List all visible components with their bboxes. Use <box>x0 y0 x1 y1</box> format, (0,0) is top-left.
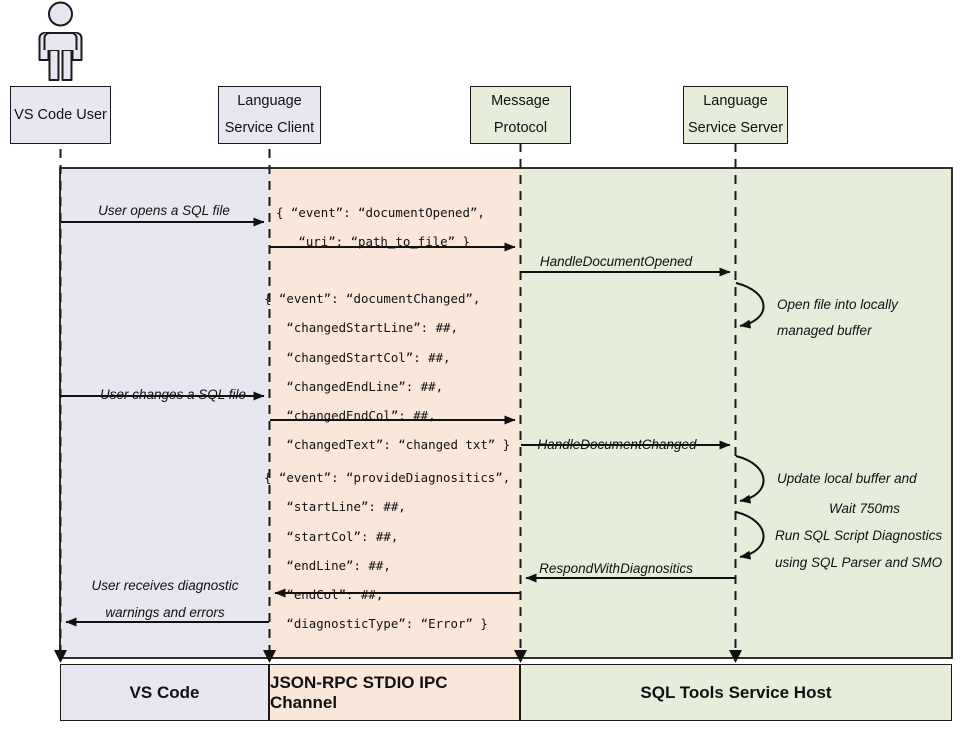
self-arc-run-sql-script-diagnostics <box>735 511 765 560</box>
note-update-buffer-line1: Update local buffer and <box>777 471 917 486</box>
message-label-user-receives-diagnostics-line2: warnings and errors <box>105 605 225 620</box>
message-label-user-changes-sql-file: User changes a SQL file <box>99 387 247 402</box>
participant-language-service-server-line2: Service Server <box>687 120 784 136</box>
note-run-diagnostics-line2: using SQL Parser and SMO <box>775 555 943 570</box>
note-open-file-line1: Open file into locally <box>777 297 898 312</box>
participant-vs-code-user-line1: VS Code User <box>14 106 107 123</box>
footer-cell-json-rpc-channel[interactable]: JSON-RPC STDIO IPC Channel <box>269 664 520 721</box>
participant-language-service-client[interactable]: Language Service Client <box>218 86 321 144</box>
band-ipc-orange <box>269 168 520 658</box>
message-label-handle-document-changed: HandleDocumentChanged <box>537 437 697 452</box>
participant-vs-code-user[interactable]: VS Code User <box>10 86 111 144</box>
participant-message-protocol-line1: Message <box>491 93 550 110</box>
lifeline-language-service-server <box>729 143 742 663</box>
payload-document-changed: { “event”: “documentChanged”, “changedSt… <box>264 291 511 453</box>
lifeline-message-protocol <box>514 143 527 663</box>
note-run-diagnostics-line1: Run SQL Script Diagnostics <box>775 528 943 543</box>
footer-cell-sql-tools-service-host-label: SQL Tools Service Host <box>640 682 832 702</box>
footer-cell-vs-code-label: VS Code <box>129 682 200 702</box>
participant-language-service-client-line1: Language <box>237 93 302 110</box>
participant-language-service-server[interactable]: Language Service Server <box>683 86 788 144</box>
message-label-user-opens-sql-file: User opens a SQL file <box>98 203 230 218</box>
message-label-respond-with-diagnostics: RespondWithDiagnositics <box>539 561 693 576</box>
participant-message-protocol-line2: Protocol <box>493 120 548 136</box>
participant-language-service-client-line2: Service Client <box>224 120 315 136</box>
lifeline-vs-code-user <box>54 149 67 663</box>
payload-document-opened: { “event”: “documentOpened”, “uri”: “pat… <box>276 205 485 250</box>
participant-language-service-server-line1: Language <box>703 93 768 110</box>
message-label-handle-document-opened: HandleDocumentOpened <box>539 254 693 269</box>
payload-provide-diagnostics: { “event”: “provideDiagnositics”, “start… <box>264 470 511 632</box>
footer-cell-vs-code[interactable]: VS Code <box>60 664 269 721</box>
self-arc-open-file-into-buffer <box>735 282 765 329</box>
self-arc-update-buffer-wait <box>735 455 765 504</box>
participant-message-protocol[interactable]: Message Protocol <box>470 86 571 144</box>
person-icon <box>38 1 83 81</box>
note-open-file-line2: managed buffer <box>777 323 872 338</box>
footer-cell-sql-tools-service-host[interactable]: SQL Tools Service Host <box>520 664 952 721</box>
footer-cell-json-rpc-channel-label: JSON-RPC STDIO IPC Channel <box>270 672 448 712</box>
note-update-buffer-line2: Wait 750ms <box>829 501 901 516</box>
lifeline-language-service-client <box>263 149 276 663</box>
band-vs-code-lavender <box>60 168 269 658</box>
message-label-user-receives-diagnostics-line1: User receives diagnostic <box>91 578 239 593</box>
